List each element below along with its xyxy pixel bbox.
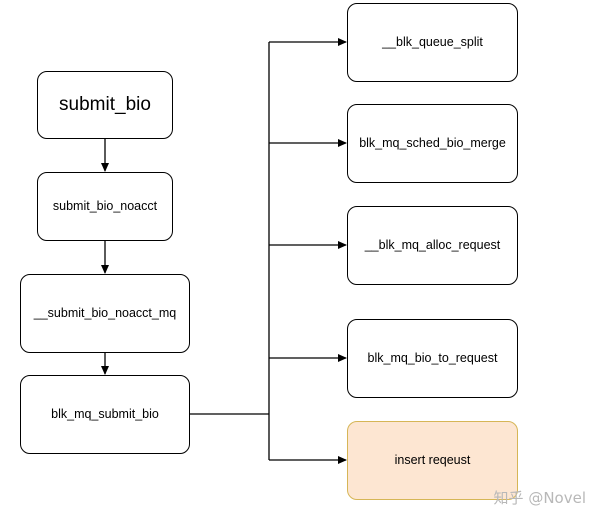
watermark-text: 知乎 @Novel <box>493 489 586 507</box>
node-blk-mq-submit-bio-label: blk_mq_submit_bio <box>51 407 159 421</box>
node-blk-queue-split-label: __blk_queue_split <box>382 35 483 49</box>
node-insert-request-label: insert reqeust <box>394 453 471 467</box>
node-blk-mq-submit-bio: blk_mq_submit_bio <box>20 375 190 454</box>
node-insert-request: insert reqeust <box>347 421 518 500</box>
node-submit-bio-noacct: submit_bio_noacct <box>37 172 173 241</box>
node-blk-mq-sched-bio-merge: blk_mq_sched_bio_merge <box>347 104 518 183</box>
node-submit-bio-noacct-label: submit_bio_noacct <box>52 199 158 213</box>
node-blk-mq-sched-bio-merge-label: blk_mq_sched_bio_merge <box>359 136 506 150</box>
node-blk-mq-alloc-request-label: __blk_mq_alloc_request <box>364 238 501 252</box>
node-blk-queue-split: __blk_queue_split <box>347 3 518 82</box>
node-blk-mq-bio-to-request: blk_mq_bio_to_request <box>347 319 518 398</box>
node-submit-bio-label: submit_bio <box>59 93 151 115</box>
node-submit-bio-noacct-mq: __submit_bio_noacct_mq <box>20 274 190 353</box>
node-submit-bio-noacct-mq-label: __submit_bio_noacct_mq <box>33 306 177 320</box>
node-blk-mq-bio-to-request-label: blk_mq_bio_to_request <box>367 351 498 365</box>
node-submit-bio: submit_bio <box>37 71 173 139</box>
node-blk-mq-alloc-request: __blk_mq_alloc_request <box>347 206 518 285</box>
